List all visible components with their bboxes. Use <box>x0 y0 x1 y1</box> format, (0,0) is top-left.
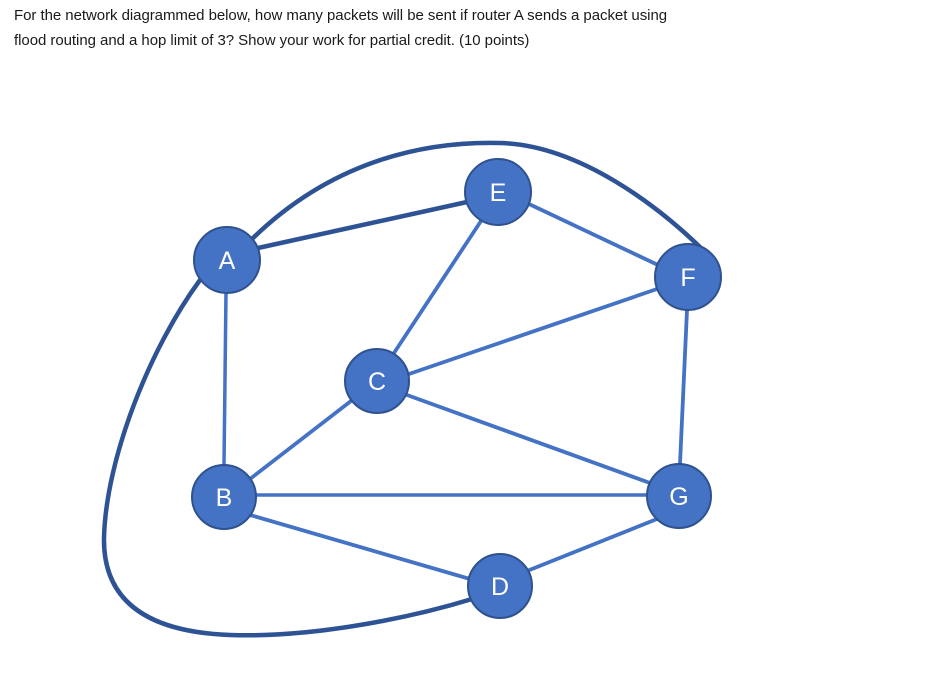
question-text: For the network diagrammed below, how ma… <box>14 7 668 49</box>
node-b-circle[interactable] <box>191 464 257 530</box>
node-f-label: F <box>680 264 695 292</box>
node-f[interactable]: F <box>654 243 722 311</box>
edge-layer <box>101 140 705 638</box>
node-d-label: D <box>491 573 509 601</box>
node-g-label: G <box>669 483 688 511</box>
node-c-circle[interactable] <box>344 348 410 414</box>
edge-c-b <box>248 399 353 481</box>
node-f-circle[interactable] <box>654 243 722 311</box>
node-a-circle[interactable] <box>193 226 261 294</box>
node-e-circle[interactable] <box>464 158 532 226</box>
edge-c-g <box>405 393 652 485</box>
edge-d-g <box>525 517 659 573</box>
node-a-label: A <box>219 247 236 275</box>
edge-a-f <box>249 140 705 252</box>
node-d[interactable]: D <box>467 553 533 619</box>
node-c[interactable]: C <box>344 348 410 414</box>
edge-a-d <box>101 277 475 638</box>
node-b-label: B <box>216 484 233 512</box>
node-b[interactable]: B <box>191 464 257 530</box>
node-g-circle[interactable] <box>646 463 712 529</box>
edge-a-b <box>222 290 228 467</box>
node-e-label: E <box>490 179 507 207</box>
edge-e-f <box>527 202 660 267</box>
node-c-label: C <box>368 368 386 396</box>
node-e[interactable]: E <box>464 158 532 226</box>
edge-e-c <box>392 219 483 355</box>
node-layer: A B C D E F <box>191 158 722 619</box>
network-diagram: A B C D E F <box>101 140 722 638</box>
edge-b-d <box>248 513 472 581</box>
node-a[interactable]: A <box>193 226 261 294</box>
edge-c-f <box>407 287 659 376</box>
edge-f-g <box>678 308 689 466</box>
node-d-circle[interactable] <box>467 553 533 619</box>
edge-a-e <box>255 199 470 251</box>
node-g[interactable]: G <box>646 463 712 529</box>
